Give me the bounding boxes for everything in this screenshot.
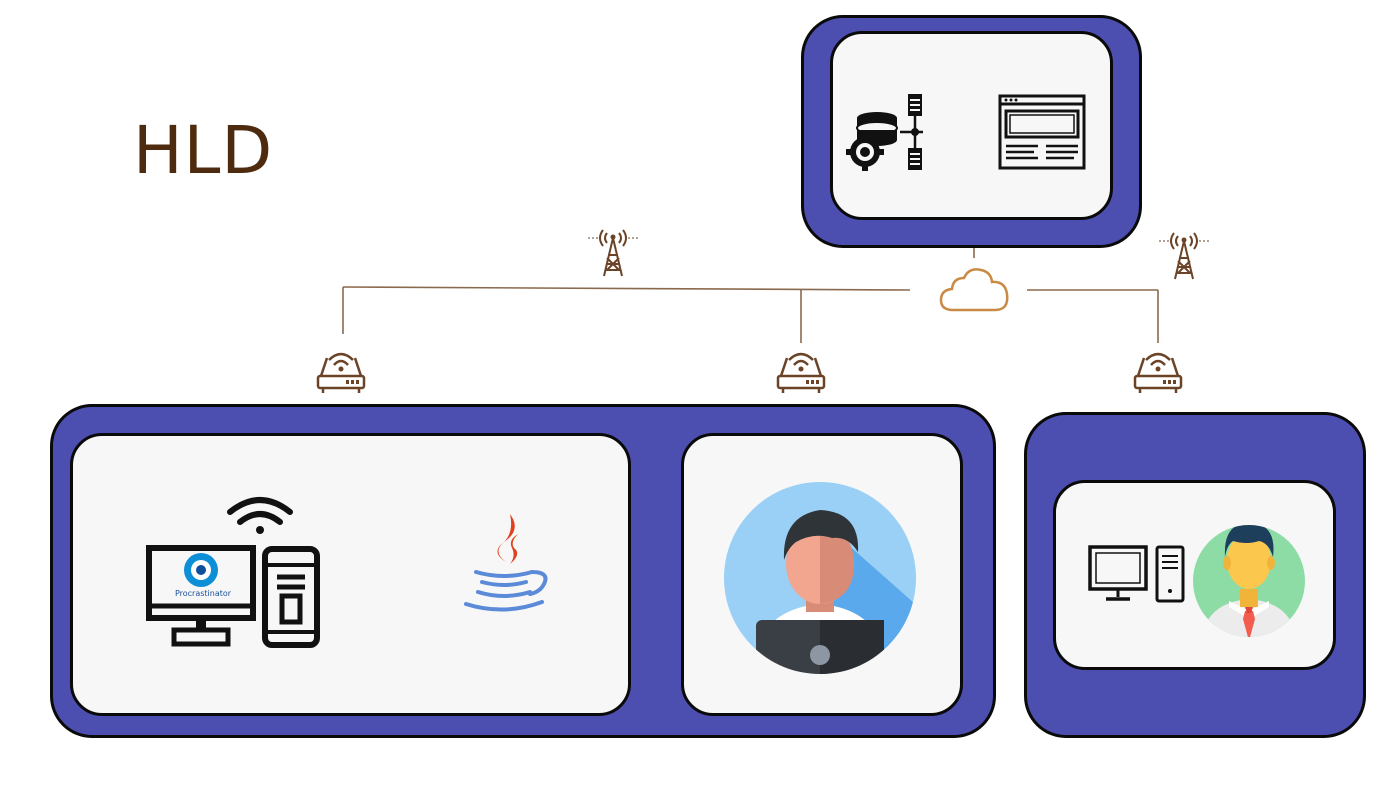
router-icon — [316, 352, 366, 393]
desktop-computer-icon — [1088, 545, 1185, 603]
web-browser-icon — [998, 94, 1086, 170]
database-server-icon — [846, 94, 923, 171]
page-title: HLD — [133, 112, 274, 189]
router-icon — [1133, 352, 1183, 393]
developer-avatar-icon — [724, 482, 916, 674]
java-icon — [464, 514, 548, 612]
cloud-icon — [939, 268, 1009, 312]
computer-mobile-wifi-icon — [146, 497, 320, 648]
businessman-avatar-icon — [1193, 525, 1305, 637]
cell-tower-icon — [588, 229, 638, 277]
app-logo-text: Procrastinator — [174, 589, 232, 598]
cell-tower-icon — [1159, 232, 1209, 280]
router-icon — [776, 352, 826, 393]
